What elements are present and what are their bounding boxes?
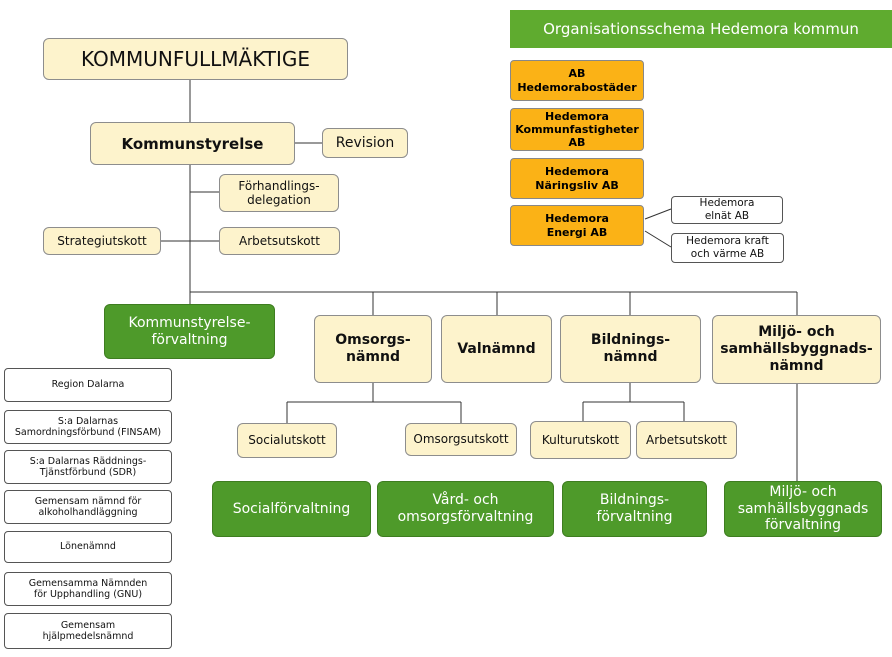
- chart-title: Organisationsschema Hedemora kommun: [510, 10, 892, 48]
- joint-alkohol: Gemensam nämnd för alkoholhandläggning: [4, 490, 172, 524]
- joint-hjalpmedel: Gemensam hjälpmedelsnämnd: [4, 613, 172, 649]
- miljoforvaltning-box: Miljö- och samhällsbyggnads förvaltning: [724, 481, 882, 537]
- company-naringsliv: Hedemora Näringsliv AB: [510, 158, 644, 199]
- kommunstyrelseforvaltning-box: Kommunstyrelse- förvaltning: [104, 304, 275, 359]
- revision-box: Revision: [322, 128, 408, 158]
- miljonamnd-box: Miljö- och samhällsbyggnads- nämnd: [712, 315, 881, 384]
- forhandlingsdelegation-box: Förhandlings- delegation: [219, 174, 339, 212]
- arbetsutskott-ks-box: Arbetsutskott: [219, 227, 340, 255]
- joint-region-dalarna: Region Dalarna: [4, 368, 172, 402]
- strategiutskott-box: Strategiutskott: [43, 227, 161, 255]
- joint-gnu: Gemensamma Nämnden för Upphandling (GNU): [4, 572, 172, 606]
- arbetsutskott-box: Arbetsutskott: [636, 421, 737, 459]
- joint-finsam: S:a Dalarnas Samordningsförbund (FINSAM): [4, 410, 172, 444]
- omsorgsutskott-box: Omsorgsutskott: [405, 423, 517, 456]
- kulturutskott-box: Kulturutskott: [530, 421, 631, 459]
- joint-sdr: S:a Dalarnas Räddnings- Tjänstförbund (S…: [4, 450, 172, 484]
- valnamnd-box: Valnämnd: [441, 315, 552, 383]
- kommunstyrelse-box: Kommunstyrelse: [90, 122, 295, 165]
- company-kraft-varme: Hedemora kraft och värme AB: [671, 233, 784, 263]
- company-hedemorabostader: AB Hedemorabostäder: [510, 60, 644, 101]
- company-elnat: Hedemora elnät AB: [671, 196, 783, 224]
- socialutskott-box: Socialutskott: [237, 423, 337, 458]
- vard-omsorgsforvaltning-box: Vård- och omsorgsförvaltning: [377, 481, 554, 537]
- bildningsforvaltning-box: Bildnings- förvaltning: [562, 481, 707, 537]
- company-kommunfastigheter: Hedemora Kommunfastigheter AB: [510, 108, 644, 151]
- omsorgsnamnd-box: Omsorgs- nämnd: [314, 315, 432, 383]
- socialforvaltning-box: Socialförvaltning: [212, 481, 371, 537]
- bildningsnamnd-box: Bildnings- nämnd: [560, 315, 701, 383]
- company-energi: Hedemora Energi AB: [510, 205, 644, 246]
- joint-lonenamnd: Lönenämnd: [4, 531, 172, 563]
- kommunfullmaktige-box: KOMMUNFULLMÄKTIGE: [43, 38, 348, 80]
